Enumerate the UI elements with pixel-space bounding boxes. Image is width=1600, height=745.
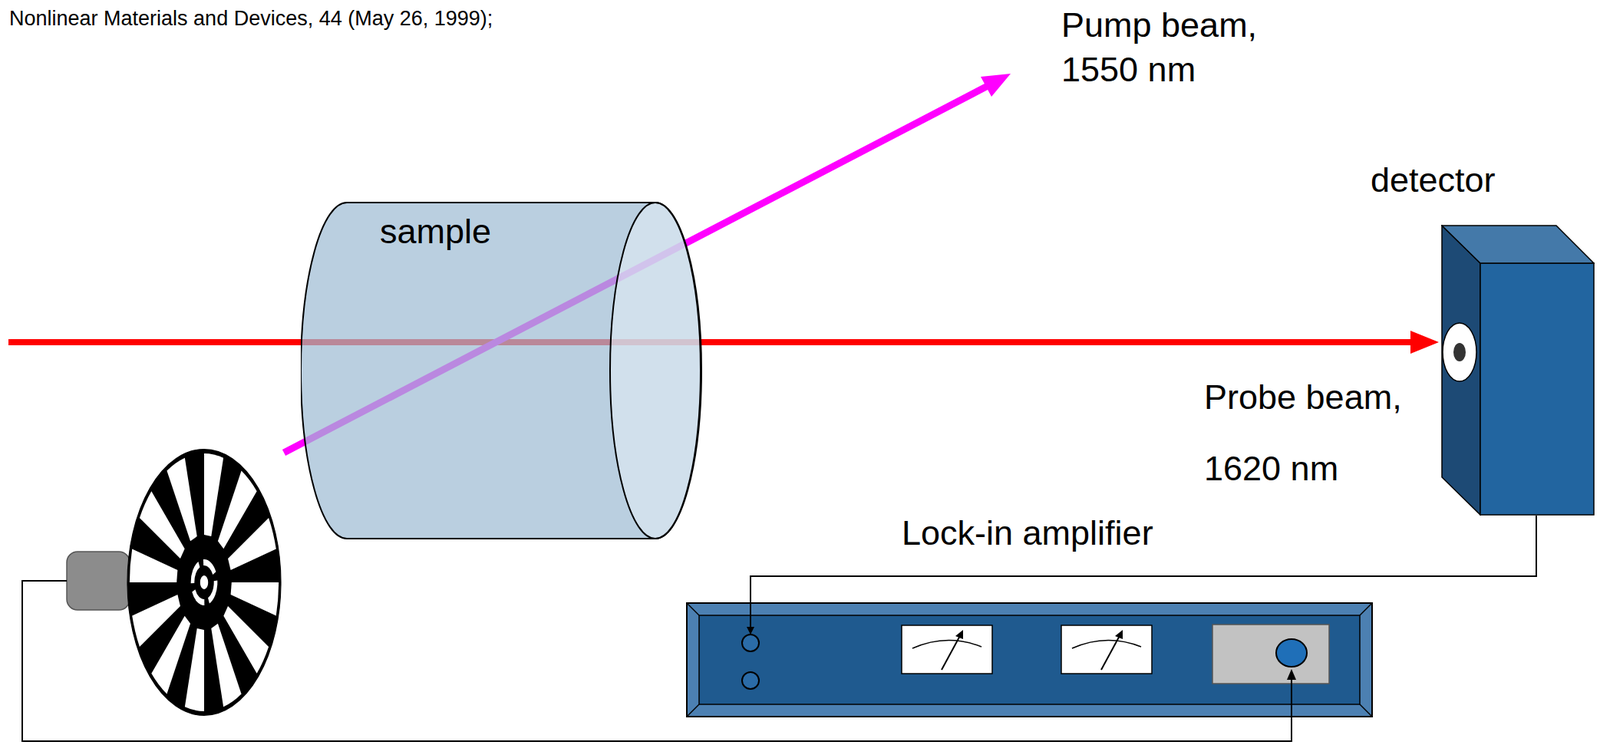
housing-face: [699, 615, 1360, 705]
bevel-edge: [1359, 704, 1373, 717]
meter-face: [901, 625, 993, 674]
chopper-reference-wire: [22, 580, 1292, 742]
chopper-slot: [204, 453, 224, 537]
pump-arrowhead: [980, 73, 1011, 97]
cylinder-end-face: [610, 202, 701, 539]
detector-element: [1453, 343, 1466, 362]
beam-label: Probe beam, 1620 nm: [1204, 361, 1435, 505]
detector-box: detector: [1370, 159, 1595, 516]
meter-needle: [941, 633, 962, 670]
pump-beam: [283, 85, 988, 453]
chopper-slot: [131, 594, 181, 647]
meter-face: [1061, 625, 1152, 674]
lock-in-housing: [686, 602, 1373, 718]
detector-front: [1480, 263, 1594, 515]
chopper-disc: [127, 449, 281, 716]
chopper-slot: [211, 623, 241, 708]
chopper-hub: [200, 575, 208, 590]
node-label: sample: [379, 211, 492, 253]
bevel-edge: [1359, 603, 1373, 616]
cylinder-body: [300, 202, 702, 539]
reference-arrowhead: [1286, 669, 1297, 680]
detector-top: [1441, 225, 1594, 264]
chopper-wheel: [127, 449, 281, 716]
meter-needle-tip: [1115, 630, 1123, 640]
meter-needle: [1101, 633, 1122, 670]
reference-input: [1276, 639, 1307, 667]
node-label: Lock-in amplifier: [901, 512, 1154, 555]
chopper-slot: [227, 517, 277, 571]
input-jack: [742, 672, 759, 690]
bevel-edge: [686, 603, 700, 616]
detector-outline: [1441, 224, 1595, 516]
beam-label: Pump beam, 1550 nm: [1061, 3, 1292, 93]
meter-scale: [912, 640, 982, 649]
probe-arrowhead: [1410, 330, 1439, 354]
node-label: detector: [1370, 159, 1496, 202]
signal-input-jack: [742, 634, 759, 652]
meter-scale: [1072, 640, 1142, 649]
housing-bevel: [686, 603, 1373, 717]
cylinder-outline: [300, 201, 703, 540]
chopper-slot: [230, 582, 279, 616]
citation-text: Nonlinear Materials and Devices, 44 (May…: [9, 6, 493, 31]
signal-wire: [750, 515, 1537, 634]
meter-needle-tip: [955, 630, 964, 640]
sample-cylinder: sample: [300, 201, 703, 540]
detector-side: [1441, 225, 1481, 515]
chopper-hub-ring: [192, 562, 216, 603]
bevel-edge: [686, 704, 700, 717]
chopper-slot: [129, 549, 178, 583]
chopper-slot: [166, 458, 197, 542]
reference-panel: [1212, 624, 1330, 684]
chopper-slot: [184, 628, 205, 712]
chopper-motor: [66, 551, 130, 611]
probe-beam: [8, 339, 1412, 346]
lock-in-amplifier: Lock-in amplifier: [686, 512, 1373, 718]
detector-window: [1442, 323, 1477, 382]
